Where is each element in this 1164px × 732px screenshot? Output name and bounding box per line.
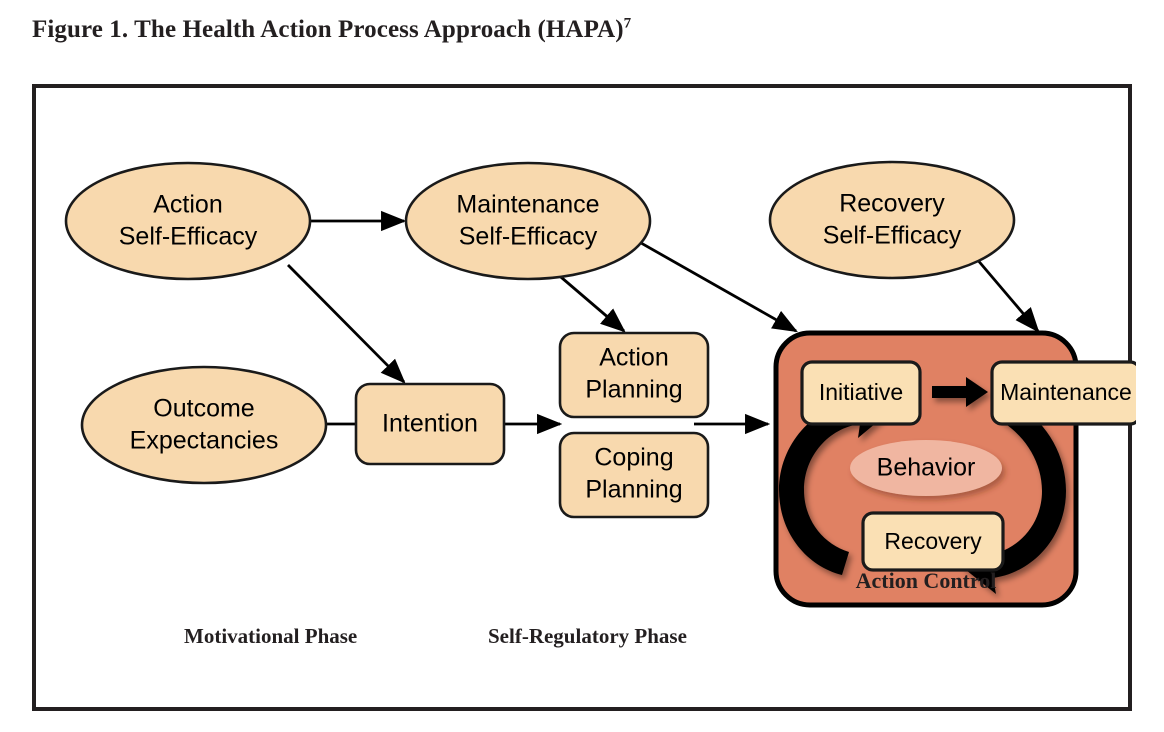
coping-planning-shape [558,431,710,519]
action-self-efficacy-line2: Self-Efficacy [119,223,258,251]
outcome-expectancies-line2: Expectancies [130,427,279,455]
outcome-expectancies-node[interactable]: Outcome Expectancies [80,365,328,485]
intention-node[interactable]: Intention [354,382,506,466]
arrow-maintenance-se-to-action-control [633,237,798,333]
maintenance-self-efficacy-node[interactable]: Maintenance Self-Efficacy [404,161,652,281]
action-planning-shape [558,331,710,419]
action-planning-node[interactable]: Action Planning [558,331,710,419]
recovery-self-efficacy-node[interactable]: Recovery Self-Efficacy [768,160,1016,280]
action-planning-line2: Planning [585,376,682,404]
motivational-phase-label: Motivational Phase [184,624,357,648]
action-self-efficacy-shape [64,161,312,281]
coping-planning-line2: Planning [585,476,682,504]
recovery-self-efficacy-line2: Self-Efficacy [823,222,962,250]
coping-planning-line1: Coping [594,444,673,472]
figure-caption: Figure 1. The Health Action Process Appr… [32,16,631,44]
initiative-node-shape[interactable] [800,360,922,426]
figure-frame: Behavior Initiative Maintenance Recovery… [32,84,1136,711]
figure-caption-text: Figure 1. The Health Action Process Appr… [32,16,624,43]
hapa-diagram: Behavior Initiative Maintenance Recovery… [64,160,1136,648]
self-regulatory-phase-label: Self-Regulatory Phase [488,624,687,648]
arrow-recovery-se-to-action-control [974,257,1040,333]
action-self-efficacy-line1: Action [153,191,222,219]
recovery-self-efficacy-shape [768,160,1016,280]
maintenance-self-efficacy-line2: Self-Efficacy [459,223,598,251]
left-cycle-arrow-icon [779,385,888,575]
outcome-expectancies-line1: Outcome [153,395,254,423]
action-self-efficacy-node[interactable]: Action Self-Efficacy [64,161,312,281]
behavior-node-shape [850,440,1002,496]
maintenance-self-efficacy-shape [404,161,652,281]
recovery-self-efficacy-line1: Recovery [839,190,945,218]
arrow-action-se-to-intention [287,264,406,384]
outcome-expectancies-shape [80,365,328,485]
initiative-to-maintenance-arrow-icon [932,377,988,407]
intention-label: Intention [382,410,478,438]
action-control-label: Action Control [856,568,997,593]
maintenance-node-label: Maintenance [1000,379,1132,405]
action-control-panel[interactable]: Behavior Initiative Maintenance Recovery… [773,330,1136,608]
intention-shape [354,382,506,466]
maintenance-node-shape[interactable] [990,360,1136,426]
initiative-node-label: Initiative [819,379,903,405]
action-planning-line1: Action [599,344,668,372]
recovery-node-label: Recovery [884,528,982,554]
behavior-node-label: Behavior [877,454,976,482]
recovery-node-shape[interactable] [861,511,1005,572]
maintenance-self-efficacy-line1: Maintenance [456,191,599,219]
coping-planning-node[interactable]: Coping Planning [558,431,710,519]
figure-caption-superscript: 7 [623,15,632,32]
